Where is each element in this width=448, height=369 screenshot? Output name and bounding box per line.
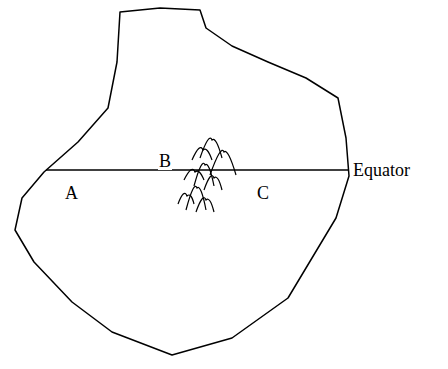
mountain-range — [178, 138, 236, 212]
mountain-stroke — [184, 169, 204, 180]
line-label: Equator — [352, 161, 411, 179]
mountain-stroke — [204, 176, 222, 190]
mountain-stroke — [210, 150, 236, 175]
region-label: B — [158, 152, 172, 170]
continent-outline — [15, 8, 349, 355]
mountain-stroke — [196, 198, 214, 212]
region-label: A — [64, 184, 79, 202]
region-label: C — [256, 184, 270, 202]
mountain-stroke — [178, 193, 194, 204]
mountain-stroke — [194, 163, 214, 186]
